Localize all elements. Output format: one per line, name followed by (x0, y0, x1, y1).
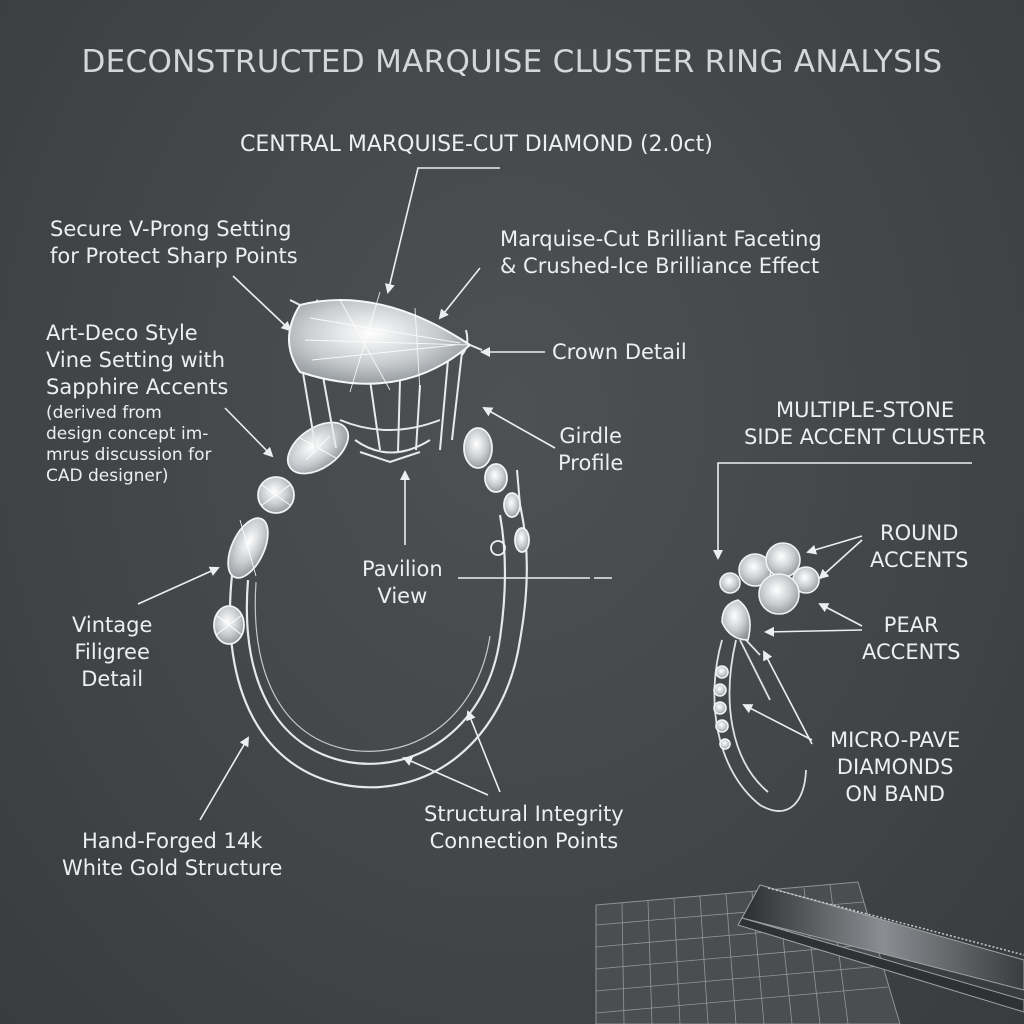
label-pear-accents: PEAR ACCENTS (862, 613, 961, 664)
label-art-deco-setting: Art-Deco Style Vine Setting with Sapphir… (46, 321, 229, 399)
shoulder-stones (213, 421, 530, 645)
label-side-accent-cluster: MULTIPLE-STONE SIDE ACCENT CLUSTER (744, 398, 987, 449)
label-central-diamond: CENTRAL MARQUISE-CUT DIAMOND (2.0ct) (240, 132, 713, 157)
label-v-prong-setting: Secure V-Prong Setting for Protect Sharp… (50, 217, 298, 268)
diagram-title: DECONSTRUCTED MARQUISE CLUSTER RING ANAL… (81, 44, 943, 80)
ring-band (228, 469, 528, 789)
central-marquise-diamond (288, 291, 483, 393)
tweezers-icon (737, 884, 1024, 1013)
leader-lines (137, 167, 972, 821)
side-cluster-stones (713, 542, 820, 750)
label-girdle-profile: Girdle Profile (558, 424, 624, 475)
label-pavilion-view: Pavilion View (362, 557, 443, 608)
label-vintage-filigree: Vintage Filigree Detail (72, 613, 153, 691)
label-art-deco-note: (derived from design concept im- mrus di… (46, 403, 212, 486)
label-hand-forged: Hand-Forged 14k White Gold Structure (62, 829, 283, 880)
label-crown-detail: Crown Detail (552, 340, 687, 364)
label-faceting: Marquise-Cut Brilliant Faceting & Crushe… (500, 227, 822, 278)
label-round-accents: ROUND ACCENTS (870, 521, 969, 572)
label-micro-pave: MICRO-PAVE DIAMONDS ON BAND (830, 728, 961, 806)
label-structural-integrity: Structural Integrity Connection Points (424, 802, 624, 853)
